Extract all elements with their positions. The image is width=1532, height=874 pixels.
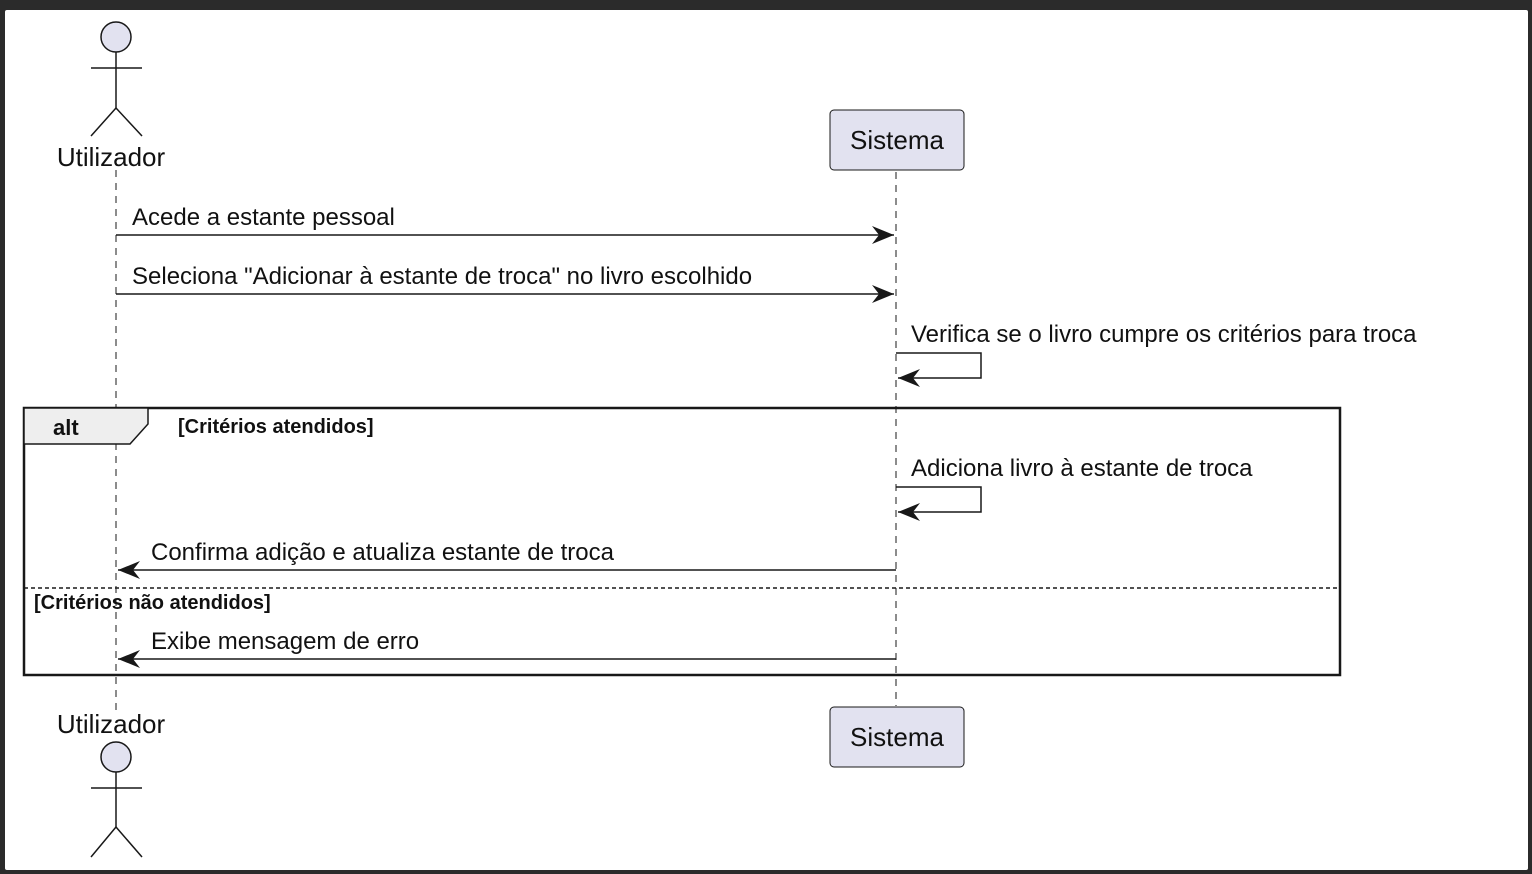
message-2: Seleciona "Adicionar à estante de troca"…: [116, 263, 894, 303]
utilizador-bottom-label: Utilizador: [57, 709, 166, 739]
stick-figure-icon: [90, 21, 143, 137]
diagram-canvas: Utilizador Sistema Acede a estante pesso…: [5, 10, 1528, 870]
message-4-self: Adiciona livro à estante de troca: [896, 455, 1253, 521]
alt-tab: [23, 407, 149, 445]
sequence-diagram: Utilizador Sistema Acede a estante pesso…: [22, 21, 1417, 858]
message-6: Exibe mensagem de erro: [118, 628, 896, 668]
sistema-participant-top: Sistema: [829, 109, 965, 171]
message-1: Acede a estante pessoal: [116, 204, 894, 244]
sistema-top-label: Sistema: [850, 125, 944, 155]
sistema-bottom-label: Sistema: [850, 722, 944, 752]
stick-figure-icon: [90, 741, 143, 858]
guard-criteria-not-met: [Critérios não atendidos]: [34, 592, 271, 614]
alt-keyword: alt: [53, 415, 79, 440]
sistema-participant-bottom: Sistema: [829, 706, 965, 768]
message-1-label: Acede a estante pessoal: [132, 204, 395, 231]
alt-fragment: alt [Critérios atendidos] Adiciona livro…: [22, 406, 1342, 677]
utilizador-actor-bottom: Utilizador: [57, 709, 166, 858]
utilizador-actor-top: Utilizador: [57, 21, 166, 172]
message-5: Confirma adição e atualiza estante de tr…: [118, 539, 896, 579]
message-3-self: Verifica se o livro cumpre os critérios …: [896, 321, 1417, 387]
utilizador-top-label: Utilizador: [57, 142, 166, 172]
message-4-label: Adiciona livro à estante de troca: [911, 455, 1253, 482]
message-5-label: Confirma adição e atualiza estante de tr…: [151, 539, 615, 566]
guard-criteria-met: [Critérios atendidos]: [178, 416, 374, 438]
message-3-label: Verifica se o livro cumpre os critérios …: [911, 321, 1417, 348]
message-2-label: Seleciona "Adicionar à estante de troca"…: [132, 263, 752, 290]
message-6-label: Exibe mensagem de erro: [151, 628, 419, 655]
